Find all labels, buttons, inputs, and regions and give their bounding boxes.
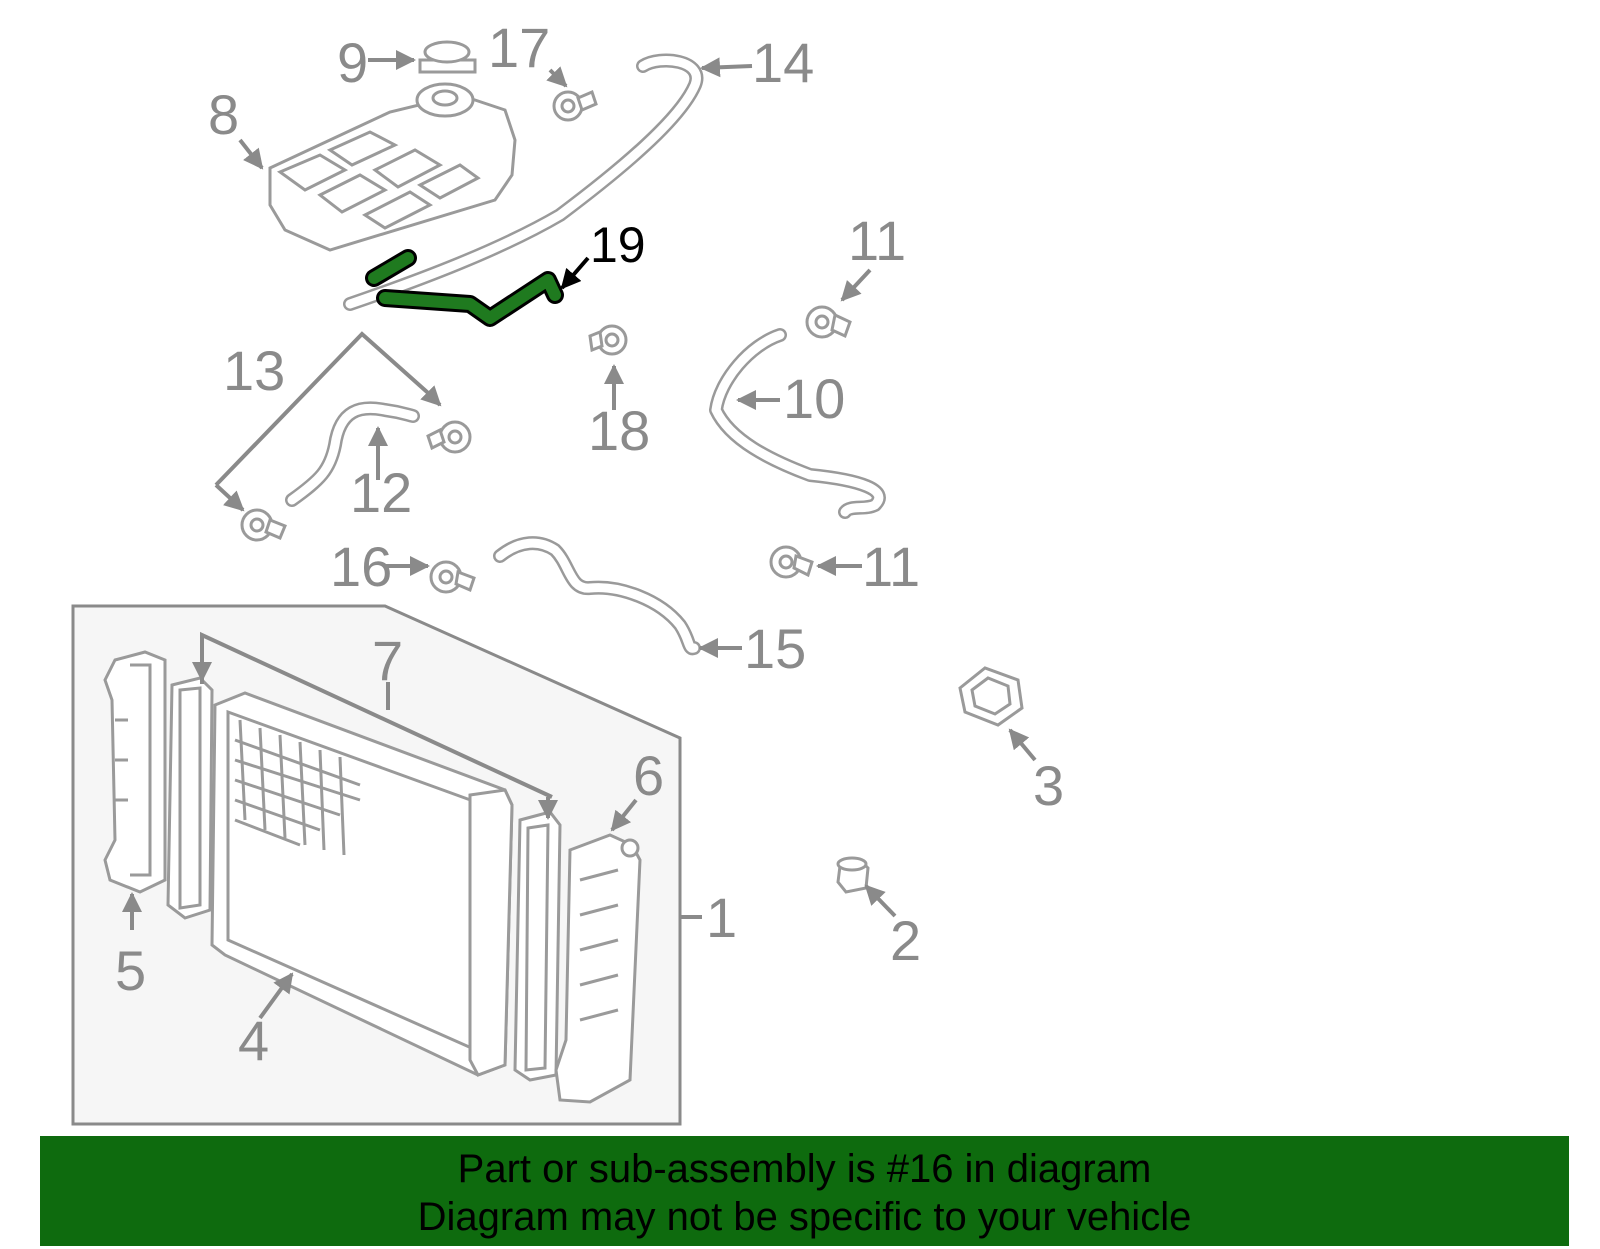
callout-4: 4	[238, 1009, 269, 1072]
callout-1: 1	[706, 886, 737, 949]
callout-5: 5	[115, 939, 146, 1002]
part-13-clamp-lower	[240, 508, 287, 542]
callout-19: 18	[588, 399, 650, 462]
callout-7: 7	[372, 629, 403, 692]
callout-18: 17	[488, 16, 550, 79]
callout-12: 12	[350, 461, 412, 524]
info-banner: Part or sub-assembly is #16 in diagram D…	[40, 1136, 1569, 1246]
callout-17: 16	[330, 535, 392, 598]
part-18-clamp	[552, 89, 598, 122]
callout-15: 14	[752, 31, 814, 94]
leader-lines	[122, 50, 1037, 1020]
callout-10: 10	[783, 367, 845, 430]
part-10-hose	[709, 328, 886, 519]
callout-13: 13	[223, 339, 285, 402]
callout-11-lower: 11	[862, 535, 920, 598]
part-13-clamp-upper	[426, 420, 472, 454]
part-12-hose	[285, 401, 420, 507]
part-3-seal	[958, 666, 1024, 727]
callout-2: 2	[890, 909, 921, 972]
callout-3: 3	[1033, 754, 1064, 817]
part-5-left-tank	[103, 650, 167, 894]
callout-14: 15	[744, 617, 806, 680]
part-17-clamp	[429, 560, 476, 594]
part-11-clamp-upper	[805, 305, 852, 339]
callout-6: 6	[633, 744, 664, 807]
part-7-gasket-right	[513, 810, 562, 1082]
part-16-hose-highlighted	[365, 249, 564, 327]
callout-16: 19	[590, 217, 646, 273]
callout-8: 8	[208, 83, 239, 146]
banner-line-2: Diagram may not be specific to your vehi…	[417, 1195, 1192, 1239]
part-7-gasket-left	[166, 676, 214, 920]
part-14-hose	[493, 536, 701, 656]
part-2-plug	[836, 856, 870, 894]
banner-line-1: Part or sub-assembly is #16 in diagram	[457, 1147, 1152, 1191]
callout-labels: 9 17 14 8 19 11 13 10 18 12 16 11 15 7 6…	[115, 16, 1064, 1072]
part-7-bracket	[192, 631, 558, 820]
part-6-right-tank	[554, 833, 642, 1104]
part-9-cap	[418, 40, 477, 74]
callout-11-upper: 11	[848, 209, 906, 272]
part-15-hose	[343, 53, 704, 311]
part-8-reservoir	[268, 82, 517, 252]
part-11-clamp-lower	[769, 545, 814, 579]
part-19-clamp	[588, 324, 628, 356]
callout-9: 9	[337, 31, 368, 94]
